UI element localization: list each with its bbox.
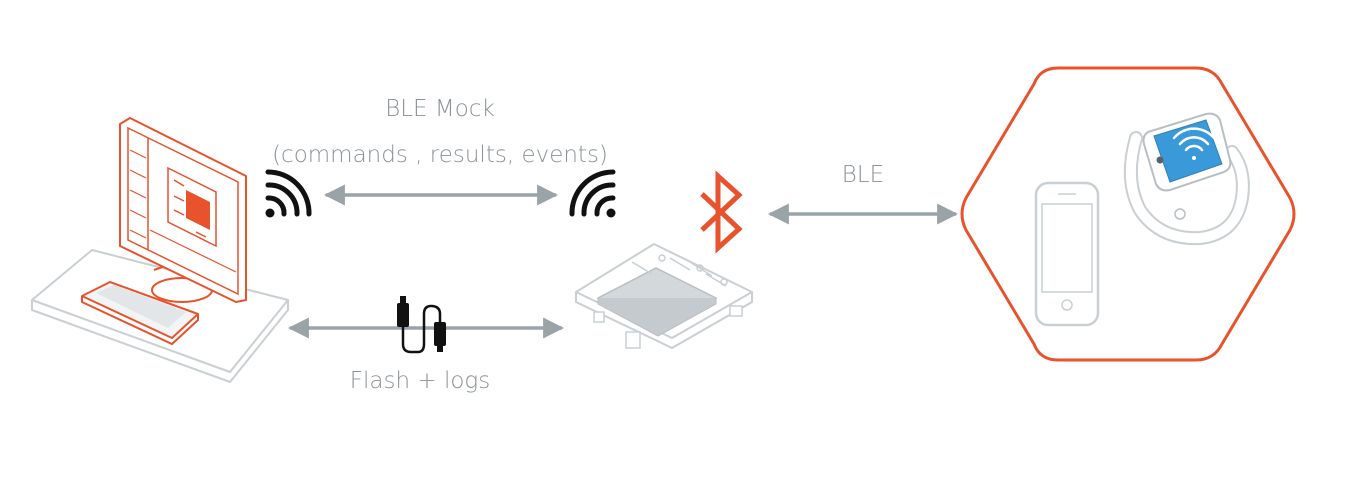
ble-label: BLE [841,162,885,188]
computer-icon [31,117,289,383]
bluetooth-icon [700,170,743,254]
smartwatch-icon [1123,112,1250,246]
wifi-signal-icon-right [569,169,616,218]
ble-mock-detail-label: (commands , results, events) [272,142,608,168]
usb-cable-icon [397,296,446,354]
wifi-signal-icon-left [265,169,312,218]
flash-logs-label: Flash + logs [349,368,491,394]
ble-mock-label: BLE Mock [385,96,495,122]
dev-board-icon [575,243,753,350]
smartphone-icon [1034,181,1100,327]
